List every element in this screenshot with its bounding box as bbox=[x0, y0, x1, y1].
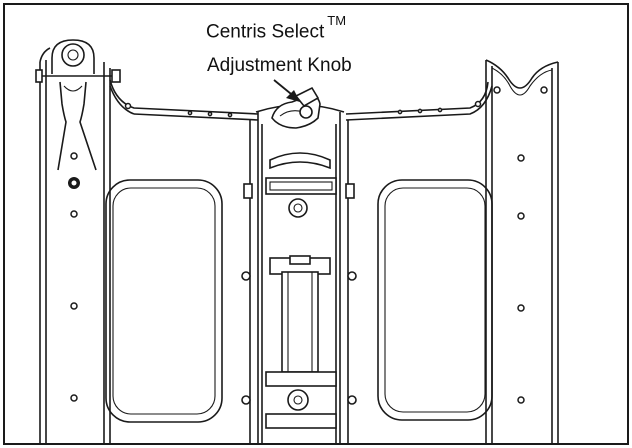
adjustment-knob bbox=[271, 86, 321, 129]
knob-callout-title: Centris SelectTM bbox=[204, 14, 349, 43]
trademark-mark: TM bbox=[327, 13, 347, 28]
center-adjuster-column bbox=[241, 104, 357, 444]
callout-line1: Centris Select bbox=[206, 21, 325, 43]
right-cutout bbox=[377, 179, 493, 421]
callout-arrow bbox=[273, 79, 300, 102]
top-cross-member bbox=[109, 79, 493, 121]
knob-callout-subtitle: Adjustment Knob bbox=[205, 55, 354, 76]
left-side-rail bbox=[35, 39, 121, 444]
left-cutout bbox=[105, 179, 223, 423]
